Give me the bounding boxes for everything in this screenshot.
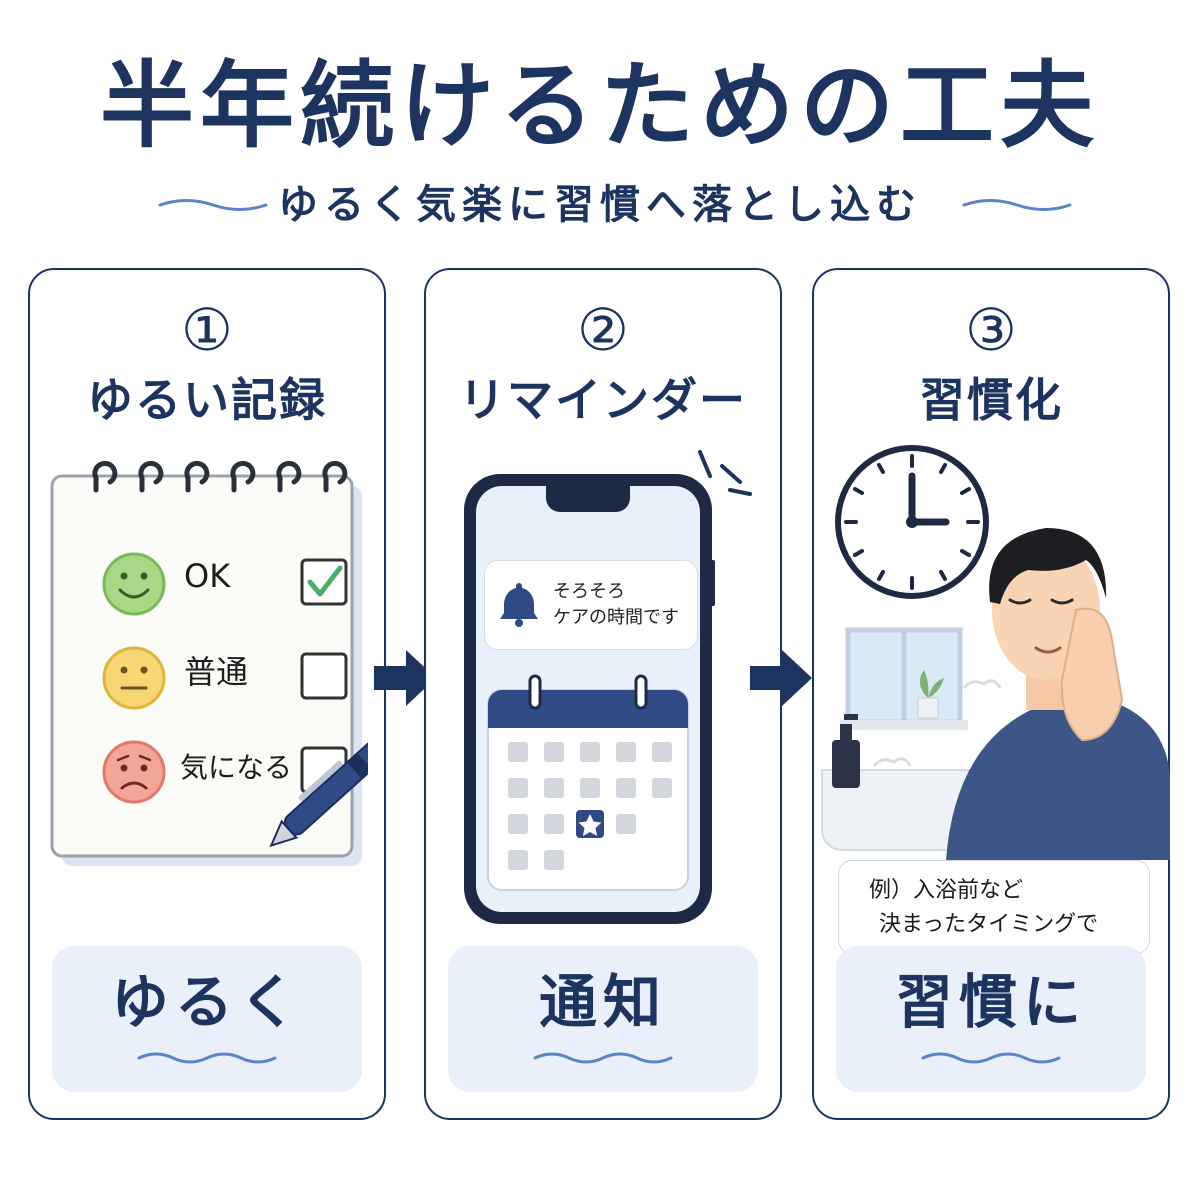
row-label-normal: 普通 xyxy=(184,653,249,691)
left-wave-decoration xyxy=(158,199,268,211)
keyword: 通知 xyxy=(538,968,667,1036)
keyword: ゆるく xyxy=(110,968,303,1036)
panel-heading: リマインダー xyxy=(459,373,747,427)
page-title: 半年続けるための工夫 xyxy=(99,52,1100,161)
keyword-box: 習慣に xyxy=(836,946,1146,1092)
arrow-right-icon xyxy=(750,650,812,706)
notification-card[interactable]: そろそろ ケアの時間です xyxy=(484,560,698,650)
panel-heading: 習慣化 xyxy=(919,373,1063,427)
notification-line1: そろそろ xyxy=(553,581,625,602)
right-wave-decoration xyxy=(962,199,1072,211)
example-line1: 例）入浴前など xyxy=(869,878,1024,903)
worried-face-icon xyxy=(102,740,166,804)
smile-face-icon xyxy=(102,552,166,616)
row-label-concern: 気になる xyxy=(180,751,293,784)
neutral-face-icon xyxy=(102,646,166,710)
clock-icon xyxy=(835,445,989,599)
wave-decoration xyxy=(137,1052,277,1064)
bottle-icon xyxy=(832,714,860,788)
bathroom-scene xyxy=(821,445,1170,860)
keyword: 習慣に xyxy=(894,968,1087,1036)
notebook-icon: OK 普通 気になる xyxy=(48,460,403,880)
wave-decoration xyxy=(533,1052,673,1064)
wave-decoration xyxy=(921,1052,1061,1064)
panel-heading: ゆるい記録 xyxy=(87,373,327,427)
plant-icon xyxy=(917,670,944,719)
step-number: ③ xyxy=(965,296,1017,364)
step-number: ① xyxy=(181,296,233,364)
smartphone-icon xyxy=(464,450,752,924)
notebook-drawing xyxy=(50,460,403,866)
step-number: ② xyxy=(577,296,629,364)
panel-reminder: ② リマインダー xyxy=(424,268,782,1120)
arrow-right-icon xyxy=(374,650,436,706)
checkbox-unchecked xyxy=(300,652,348,700)
man-touching-face-illustration xyxy=(946,528,1170,860)
checkbox-checked xyxy=(300,558,348,606)
panel-habit: ③ 習慣化 xyxy=(812,268,1170,1120)
panel-loose-record: ① ゆるい記録 xyxy=(28,268,403,1120)
subtitle-row: ゆるく気楽に習慣へ落とし込む xyxy=(0,180,1200,230)
keyword-box: 通知 xyxy=(448,946,758,1092)
example-box: 例）入浴前など 決まったタイミングで xyxy=(838,860,1150,954)
page-subtitle: ゆるく気楽に習慣へ落とし込む xyxy=(278,182,922,228)
row-label-ok: OK xyxy=(184,557,231,595)
example-line2: 決まったタイミングで xyxy=(879,912,1099,937)
keyword-box: ゆるく xyxy=(52,946,362,1092)
window-icon xyxy=(840,627,968,730)
notification-line2: ケアの時間です xyxy=(553,607,679,628)
bell-icon xyxy=(500,583,538,627)
calendar-star-icon xyxy=(487,674,689,891)
